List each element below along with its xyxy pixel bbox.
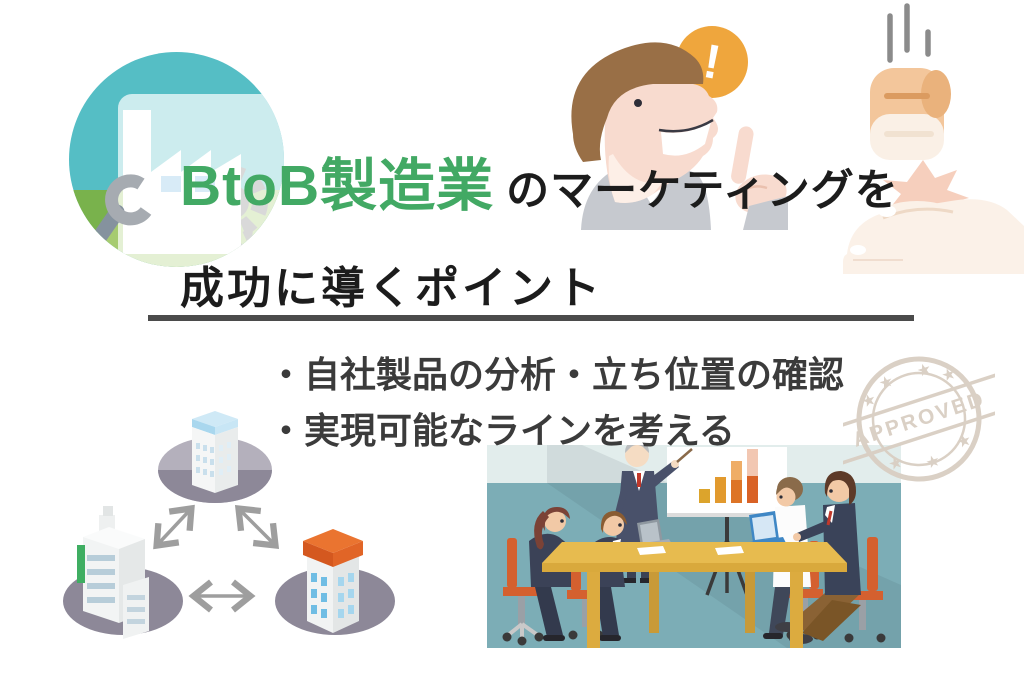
title-highlight: BtoB製造業 bbox=[180, 154, 495, 218]
building-left-icon bbox=[63, 506, 183, 639]
motion-lines-icon bbox=[887, 3, 931, 63]
pointing-hand bbox=[731, 126, 788, 230]
page-title-line2: 成功に導くポイント bbox=[180, 264, 603, 313]
page-title-line1: BtoB製造業 のマーケティングを bbox=[180, 158, 899, 215]
company-network-illustration bbox=[63, 411, 395, 639]
meeting-table bbox=[542, 542, 847, 648]
network-arrows-icon bbox=[153, 504, 280, 613]
factory-badge-illustration bbox=[69, 52, 284, 267]
paper-icon bbox=[715, 546, 744, 555]
palm-icon bbox=[843, 199, 1024, 274]
bullet-item-2: ・実現可能なラインを考える bbox=[268, 410, 735, 451]
pointing-man-illustration: ! bbox=[571, 26, 788, 230]
meeting-illustration bbox=[487, 445, 901, 648]
paper-icon bbox=[637, 546, 666, 555]
title-rest: のマーケティングを bbox=[506, 167, 899, 215]
factory-icon bbox=[123, 110, 241, 254]
fist-icon bbox=[870, 68, 951, 160]
bar-chart-icon bbox=[699, 449, 758, 503]
stamp-text: APPROVED bbox=[850, 387, 988, 451]
title-divider bbox=[148, 315, 914, 321]
building-right-icon bbox=[275, 529, 395, 635]
approved-stamp: APPROVED bbox=[843, 356, 995, 482]
fist-palm-illustration bbox=[843, 3, 1024, 274]
man-figure bbox=[571, 42, 788, 230]
building-top-icon bbox=[158, 411, 272, 503]
bullet-item-1: ・自社製品の分析・立ち位置の確認 bbox=[268, 354, 845, 395]
